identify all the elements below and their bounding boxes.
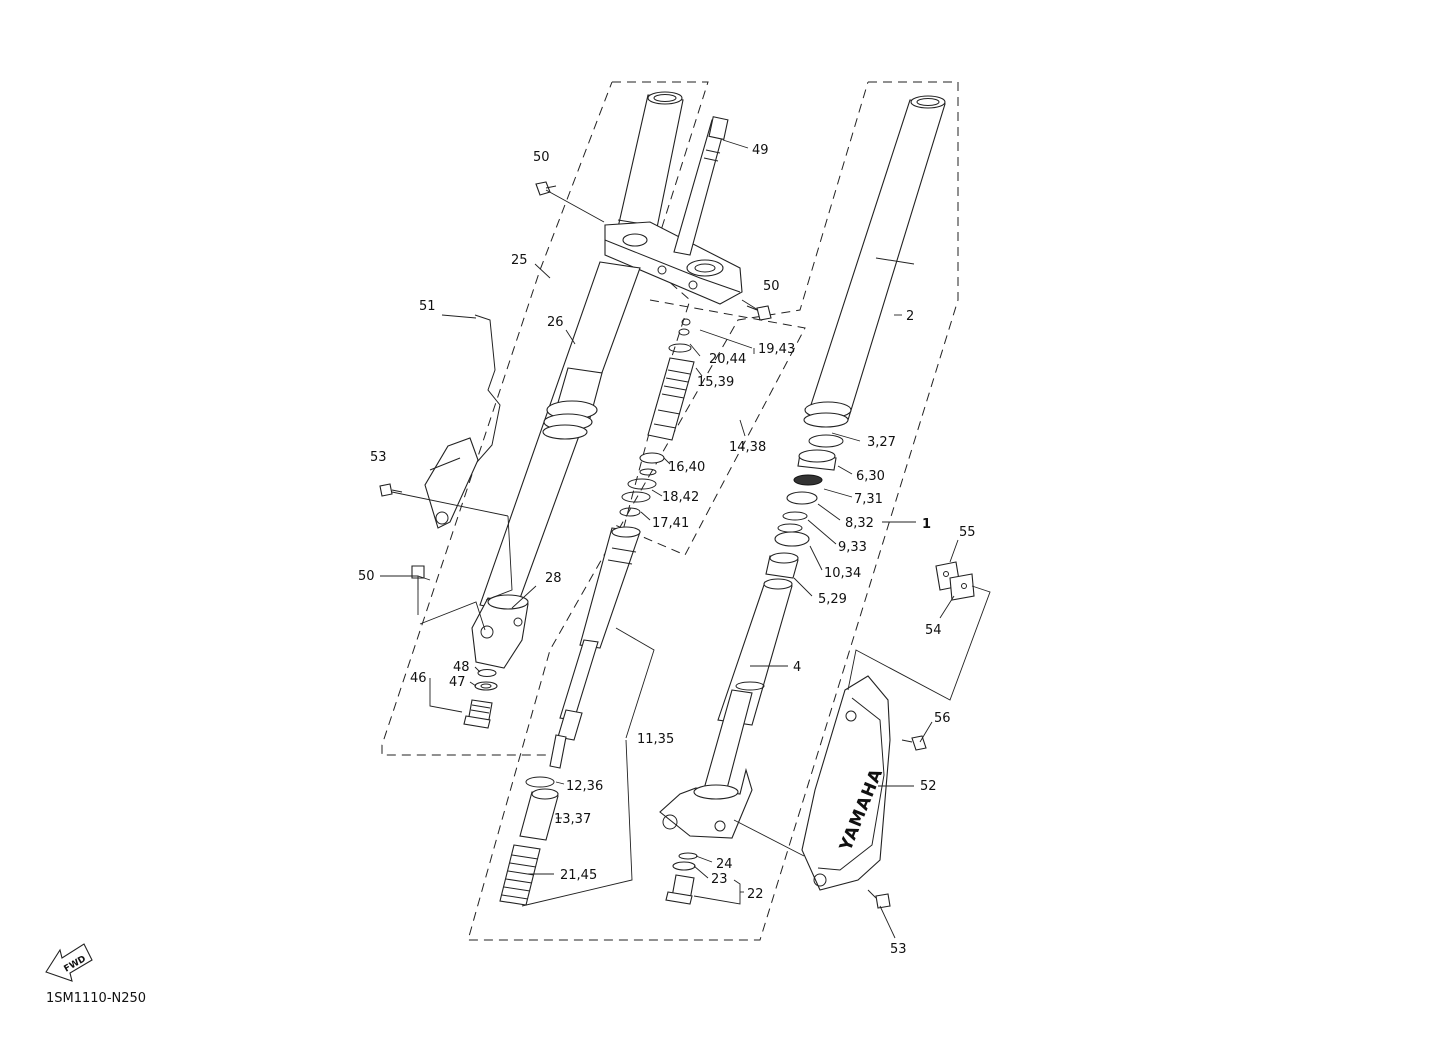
callout-47: 47 xyxy=(449,675,466,690)
upper-triple-clamp xyxy=(604,221,743,305)
callout-5-29: 5,29 xyxy=(818,592,847,607)
callout-53-left: 53 xyxy=(370,450,387,465)
callout-55: 55 xyxy=(959,525,976,540)
callout-12-36: 12,36 xyxy=(566,779,603,794)
callout-11-35: 11,35 xyxy=(637,732,674,747)
fork-bracket xyxy=(935,561,975,601)
bolt-56 xyxy=(901,735,927,751)
callout-8-32: 8,32 xyxy=(845,516,874,531)
left-inner-tube xyxy=(611,91,684,263)
right-fork-guard: YAMAHA xyxy=(801,675,891,891)
callout-53-bottom: 53 xyxy=(890,942,907,957)
right-axle-bracket xyxy=(659,767,753,839)
drawing-code: 1SM1110-N250 xyxy=(46,991,146,1006)
damper-cartridge xyxy=(619,318,695,517)
right-drain-bolt xyxy=(665,852,698,905)
fwd-arrow-icon: FWD xyxy=(45,943,93,982)
callout-49: 49 xyxy=(752,143,769,158)
callout-24: 24 xyxy=(716,857,733,872)
callout-15-39: 15,39 xyxy=(697,375,734,390)
callout-14-38: 14,38 xyxy=(729,440,766,455)
leader-lines xyxy=(380,139,991,939)
right-seals-bushings xyxy=(765,434,844,579)
callout-6-30: 6,30 xyxy=(856,469,885,484)
right-outer-tube xyxy=(803,95,946,428)
bolt-53-bottom xyxy=(867,889,891,909)
bolt-53-left xyxy=(379,483,403,497)
steering-stem xyxy=(673,116,729,256)
callout-28: 28 xyxy=(545,571,562,586)
bolt-50-right xyxy=(746,305,772,321)
callout-1: 1 xyxy=(922,517,931,532)
callout-56: 56 xyxy=(934,711,951,726)
left-outer-tube xyxy=(479,261,641,613)
bolt-50-top xyxy=(535,181,557,196)
callout-18-42: 18,42 xyxy=(662,490,699,505)
callout-20-44: 20,44 xyxy=(709,352,746,367)
callout-3-27: 3,27 xyxy=(867,435,896,450)
fork-spring xyxy=(499,776,559,906)
callout-17-41: 17,41 xyxy=(652,516,689,531)
callout-51: 51 xyxy=(419,299,436,314)
callout-50-left: 50 xyxy=(358,569,375,584)
left-fork-guard xyxy=(424,314,501,529)
damper-rod xyxy=(549,526,641,769)
callout-54: 54 xyxy=(925,623,942,638)
callout-labels: 49 50 50 25 26 51 53 50 28 48 47 46 19,4… xyxy=(358,143,976,957)
callout-4: 4 xyxy=(793,660,801,675)
callout-16-40: 16,40 xyxy=(668,460,705,475)
callout-9-33: 9,33 xyxy=(838,540,867,555)
callout-26: 26 xyxy=(547,315,564,330)
callout-10-34: 10,34 xyxy=(824,566,861,581)
callout-19-43: 19,43 xyxy=(758,342,795,357)
left-drain-bolt xyxy=(463,669,498,729)
callout-22: 22 xyxy=(747,887,764,902)
left-axle-bracket xyxy=(471,594,529,669)
callout-25: 25 xyxy=(511,253,528,268)
callout-23: 23 xyxy=(711,872,728,887)
damper-subassembly-boundary xyxy=(614,299,806,556)
callout-50-top: 50 xyxy=(533,150,550,165)
callout-48: 48 xyxy=(453,660,470,675)
callout-46: 46 xyxy=(410,671,427,686)
callout-21-45: 21,45 xyxy=(560,868,597,883)
callout-13-37: 13,37 xyxy=(554,812,591,827)
callout-7-31: 7,31 xyxy=(854,492,883,507)
callout-52: 52 xyxy=(920,779,937,794)
callout-2: 2 xyxy=(906,309,914,324)
right-inner-tube xyxy=(701,578,793,801)
callout-50-right: 50 xyxy=(763,279,780,294)
